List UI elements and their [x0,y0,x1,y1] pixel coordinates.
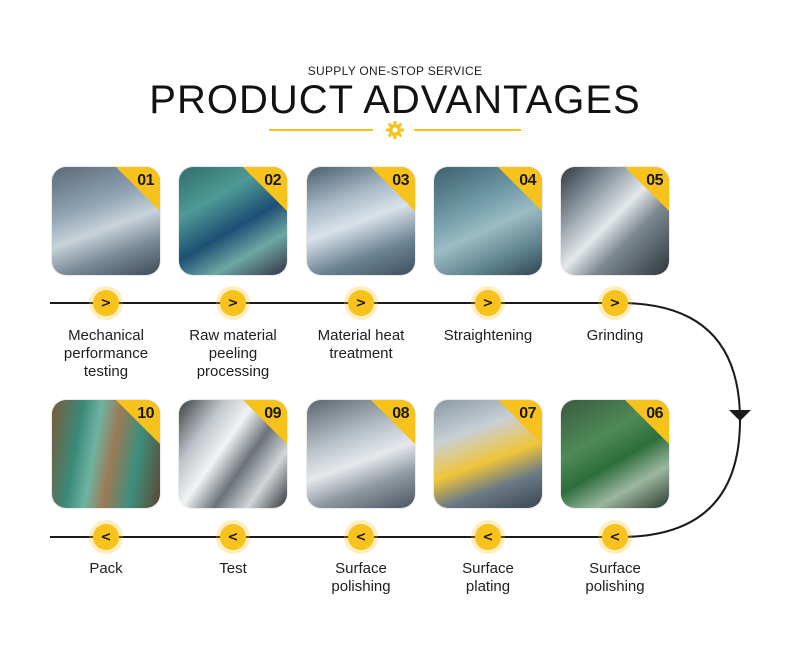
step-number-badge [243,400,287,444]
step-number-badge [371,167,415,211]
step-number: 01 [137,172,154,189]
chevron-left-icon: < [93,524,119,550]
step-label-line: Straightening [443,327,533,344]
step-card-08: 08 [307,400,415,508]
step-number: 06 [646,405,663,422]
step-label-line: Grinding [586,327,644,344]
title-divider-right [414,129,521,131]
step-number: 07 [519,405,536,422]
step-card-06: 06 [561,400,669,508]
step-number-badge [498,400,542,444]
step-label-line: peeling [208,345,258,362]
step-number: 09 [264,405,281,422]
title-divider-left [269,129,373,131]
step-label: Pack [41,560,171,578]
step-card-01: 01 [52,167,160,275]
flow-arrow-down-icon [729,410,751,421]
chevron-right-icon: > [602,290,628,316]
step-label-line: Material heat [317,327,405,344]
chevron-left-icon: < [602,524,628,550]
step-number-badge [116,167,160,211]
step-label: Straightening [423,327,553,345]
step-card-03: 03 [307,167,415,275]
chevron-right-icon: > [93,290,119,316]
gear-icon [386,121,404,139]
chevron-right-icon: > [348,290,374,316]
step-card-10: 10 [52,400,160,508]
chevron-right-icon: > [475,290,501,316]
section-subtitle: SUPPLY ONE-STOP SERVICE [307,64,483,78]
step-number: 02 [264,172,281,189]
step-card-05: 05 [561,167,669,275]
step-number-badge [371,400,415,444]
chevron-right-icon: > [220,290,246,316]
chevron-left-icon: < [220,524,246,550]
step-label-line: Surface [335,560,387,577]
step-number: 10 [137,405,154,422]
step-number-badge [625,167,669,211]
step-label-line: Pack [89,560,123,577]
step-number: 03 [392,172,409,189]
page-title: PRODUCT ADVANTAGES [149,78,641,122]
step-label-line: testing [83,363,129,380]
step-number-badge [116,400,160,444]
step-label-line: Surface [589,560,641,577]
chevron-left-icon: < [348,524,374,550]
chevron-left-icon: < [475,524,501,550]
step-number-badge [243,167,287,211]
step-label-line: Test [219,560,247,577]
step-card-09: 09 [179,400,287,508]
step-label-line: Raw material [189,327,277,344]
step-label-line: plating [465,578,511,595]
step-label-line: polishing [331,578,391,595]
step-label-line: treatment [329,345,393,362]
step-card-07: 07 [434,400,542,508]
step-label-line: Surface [462,560,514,577]
step-number-badge [498,167,542,211]
step-label-line: performance [63,345,149,362]
step-label: Test [168,560,298,578]
step-number: 05 [646,172,663,189]
step-card-02: 02 [179,167,287,275]
step-label-line: processing [196,363,270,380]
step-label-line: polishing [585,578,645,595]
step-card-04: 04 [434,167,542,275]
step-number: 08 [392,405,409,422]
step-number: 04 [519,172,536,189]
step-label: Grinding [550,327,680,345]
step-label-line: Mechanical [68,327,144,344]
step-number-badge [625,400,669,444]
